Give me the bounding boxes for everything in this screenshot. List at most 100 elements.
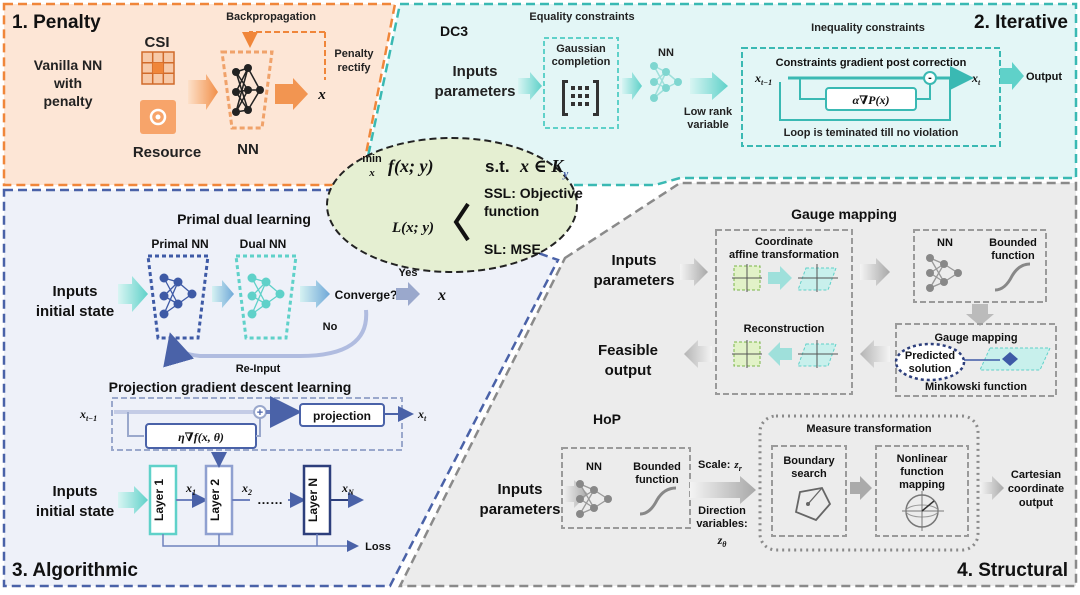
boundary-box <box>771 445 847 537</box>
pgd-box <box>111 397 403 451</box>
iter-x-prev: xt−1 <box>754 71 772 87</box>
ssl-line-1: SSL: Objective <box>484 185 583 201</box>
loop-text: Loop is teminated till no violation <box>784 127 959 139</box>
boundary-polygon-icon <box>794 486 832 522</box>
gauge-small-label: Gauge mapping <box>934 332 1017 344</box>
iter-nn-label: NN <box>658 47 674 59</box>
csi-grid-icon <box>141 51 175 85</box>
scale-label: Scale:zr <box>698 459 743 473</box>
reinput-arrow <box>163 309 369 368</box>
converge-label: Converge? <box>335 288 398 302</box>
pgd-x-prev: xt−1 <box>79 407 97 423</box>
struct-input-arrow <box>680 258 708 286</box>
direction-var: zθ <box>717 533 728 549</box>
recon-to-output-arrow <box>684 340 712 368</box>
gauge-nn-label: NN <box>937 237 953 249</box>
primal-dual-title: Primal dual learning <box>177 211 311 227</box>
rectify-line-1: Penalty <box>334 48 374 60</box>
backprop-arrow <box>242 31 325 48</box>
vanilla-line-1: Vanilla NN <box>34 57 102 73</box>
gauge-title: Gauge mapping <box>791 206 897 222</box>
resource-label: Resource <box>133 144 201 161</box>
gradient-term: η∇f(x, θ) <box>178 430 224 444</box>
alg-inputs2-line-2: initial state <box>36 503 114 520</box>
bounded-line-2: function <box>991 250 1035 262</box>
yes-label: Yes <box>399 267 418 279</box>
gauge-nn-icon <box>926 254 962 292</box>
dual-nn-label: Dual NN <box>240 237 287 251</box>
loss-line <box>162 534 359 552</box>
alpha-in-line <box>799 78 826 100</box>
hop-inputs-line-1: Inputs <box>498 481 543 498</box>
loop-back-line <box>779 78 951 121</box>
vanilla-line-3: penalty <box>43 93 92 109</box>
gauge-coord-box <box>715 229 853 395</box>
direction-line-2: variables: <box>696 518 747 530</box>
pgd-x-next: xt <box>417 407 427 423</box>
iter-inputs-line-1: Inputs <box>453 63 498 80</box>
primal-nn-icon <box>146 254 210 340</box>
struct-inputs-line-2: parameters <box>594 272 675 289</box>
reconstruction-label: Reconstruction <box>744 323 825 335</box>
alg-input-arrow <box>118 276 148 312</box>
alg-inputs2-line-1: Inputs <box>53 483 98 500</box>
coord-source-icon <box>732 264 762 292</box>
equality-label: Equality constraints <box>529 11 634 23</box>
alg-output-var: x <box>437 287 446 304</box>
hop-bounded-line-2: function <box>635 474 679 486</box>
layer-n-label: Layer N <box>306 478 320 522</box>
objective-f: f(x; y) <box>388 156 433 177</box>
objective-st: s.t. <box>485 157 510 176</box>
struct-inputs-line-1: Inputs <box>612 252 657 269</box>
coord-line-1: Coordinate <box>755 236 813 248</box>
grad-out-line <box>256 418 261 437</box>
gaussian-line-2: completion <box>552 56 611 68</box>
boundary-arrow <box>850 476 872 500</box>
measure-label: Measure transformation <box>806 423 932 435</box>
primal-nn-label: Primal NN <box>151 237 208 251</box>
nn-to-gauge-arrow <box>966 304 994 326</box>
iterative-title: 2. Iterative <box>974 12 1068 33</box>
grad-in-line <box>127 412 144 437</box>
penalty-input-arrow <box>188 74 218 110</box>
alg-input2-arrow <box>118 486 148 514</box>
recon-target-icon <box>732 340 762 368</box>
primal-to-dual-arrow <box>212 280 234 308</box>
gradient-post-label: Constraints gradient post correction <box>776 57 967 69</box>
predicted-line-1: Predicted <box>905 350 955 362</box>
nonlinear-box <box>875 445 969 537</box>
recon-arrow <box>768 342 792 366</box>
loss-label: Loss <box>365 541 391 553</box>
hop-bounded-line-1: Bounded <box>633 461 681 473</box>
boundary-line-1: Boundary <box>783 455 835 467</box>
iterative-panel <box>360 2 1078 187</box>
problem-ellipse <box>326 137 578 273</box>
feasible-line-2: output <box>605 362 652 379</box>
minkowski-label: Minkowski function <box>925 381 1027 393</box>
hop-input-arrow <box>562 480 588 508</box>
hop-bounded-curve-icon <box>639 486 677 516</box>
coord-arrow <box>768 266 792 290</box>
iter-gauss-arrow <box>622 72 642 100</box>
layer-1-label: Layer 1 <box>152 479 166 521</box>
alpha-out-line <box>916 84 931 100</box>
projection-label: projection <box>313 409 371 423</box>
penalty-title: 1. Penalty <box>12 12 101 33</box>
alpha-term: α∇P(x) <box>853 93 890 107</box>
feasible-line-1: Feasible <box>598 342 658 359</box>
no-label: No <box>323 321 338 333</box>
loss-brace <box>453 202 470 242</box>
pgd-plus: + <box>257 407 263 419</box>
structural-title: 4. Structural <box>957 560 1068 581</box>
backprop-label: Backpropagation <box>226 11 316 23</box>
iter-nn-arrow <box>690 72 728 100</box>
cartesian-line-2: coordinate <box>1008 483 1064 495</box>
lowrank-line-2: variable <box>687 119 729 131</box>
inequality-box <box>741 47 1001 147</box>
dual-nn-icon <box>234 254 298 340</box>
equality-box <box>543 37 619 129</box>
iter-nn-icon <box>650 62 682 102</box>
bounded-line-1: Bounded <box>989 237 1037 249</box>
lowrank-line-1: Low rank <box>684 106 733 118</box>
